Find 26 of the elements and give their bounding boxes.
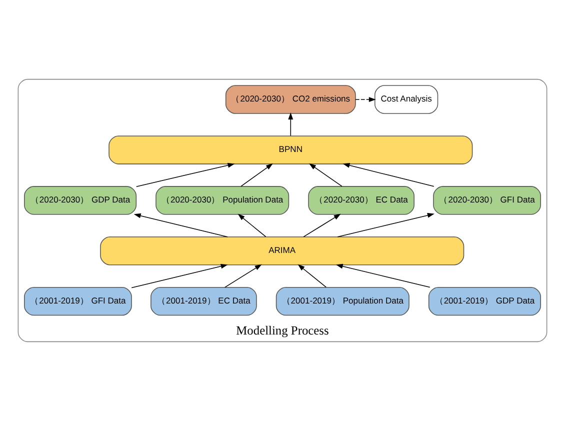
- arrow: [288, 112, 294, 136]
- arrow: [240, 163, 273, 187]
- arrow: [342, 163, 434, 187]
- arrow: [224, 264, 262, 288]
- node-box: （2001-2019） Population Data: [276, 286, 410, 316]
- node-box: （2001-2019） GFI Data: [24, 286, 132, 316]
- node-box: （2020-2030） EC Data: [308, 186, 414, 215]
- node-box: （2020-2030） CO2 emissions: [225, 85, 356, 114]
- arrow: [337, 212, 434, 238]
- arrow: [238, 214, 266, 238]
- node-box: BPNN: [108, 136, 473, 164]
- arrow: [336, 264, 430, 288]
- arrow: [134, 213, 228, 238]
- node-box: （2020-2030） Population Data: [156, 186, 290, 215]
- arrow: [355, 97, 376, 102]
- node-box: ARIMA: [100, 236, 464, 266]
- node-box: （2020-2030） GFI Data: [433, 186, 541, 215]
- arrow: [298, 264, 326, 288]
- arrow: [136, 162, 235, 187]
- node-box: （2001-2019） EC Data: [150, 286, 257, 316]
- node-box: Cost Analysis: [374, 85, 438, 114]
- node-box: （2001-2019） GDP Data: [428, 286, 541, 316]
- arrow: [303, 214, 341, 238]
- arrow: [308, 163, 342, 187]
- node-box: （2020-2030） GDP Data: [24, 186, 137, 215]
- arrow: [131, 264, 228, 288]
